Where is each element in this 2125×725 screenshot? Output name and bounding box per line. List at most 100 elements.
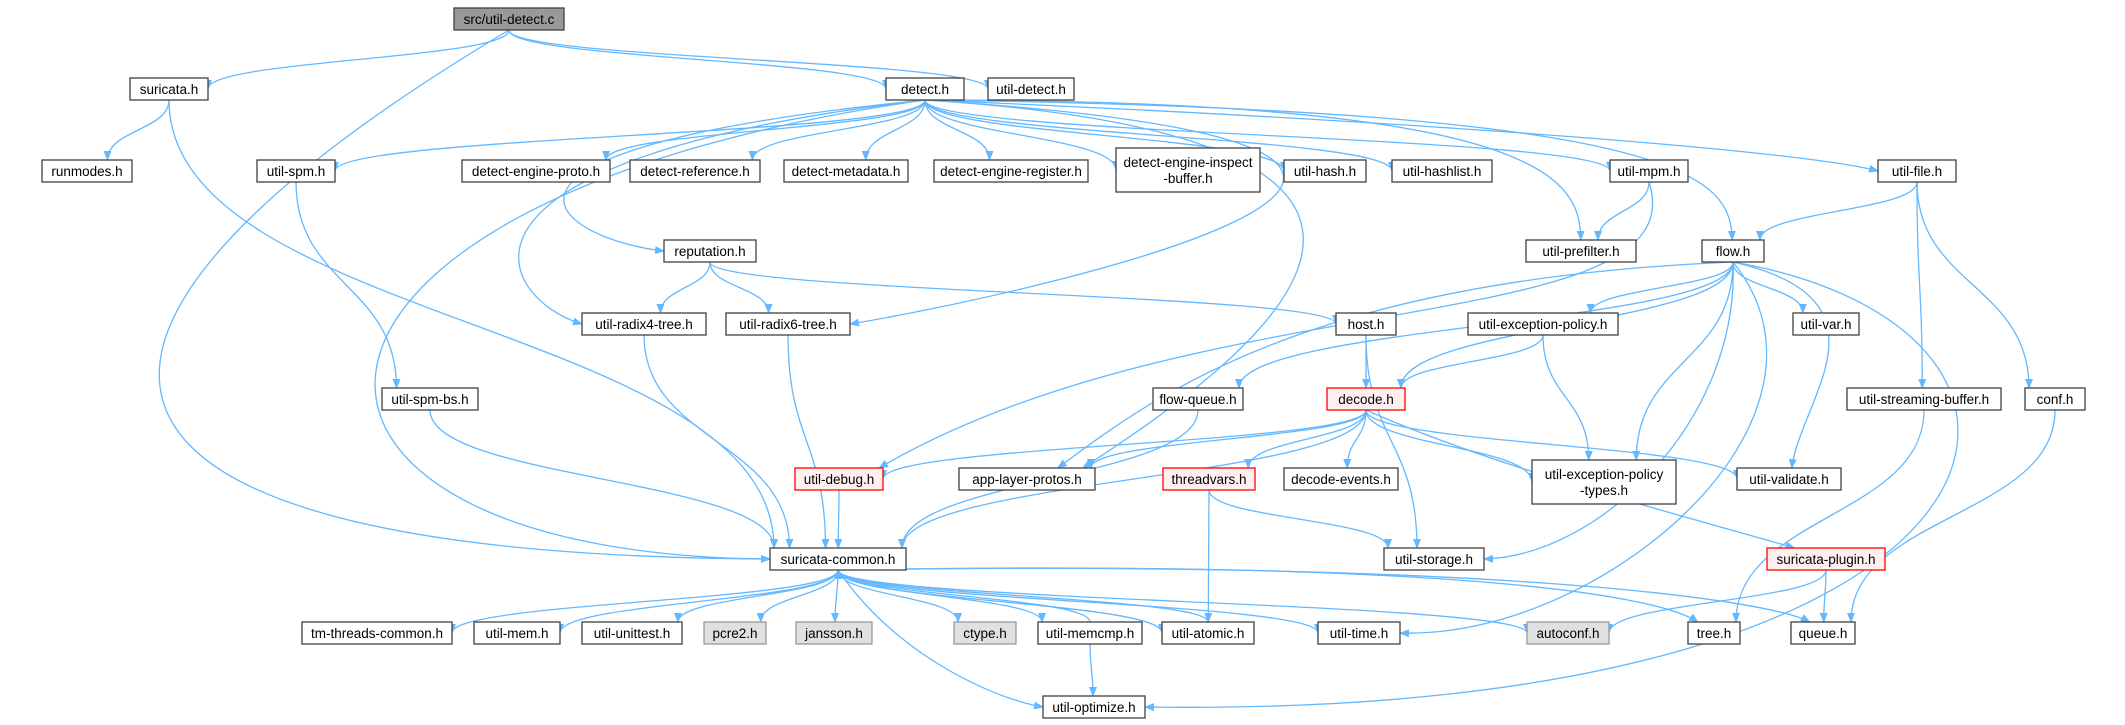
node-util-time-h[interactable]: util-time.h	[1317, 621, 1401, 645]
node-util-file-h[interactable]: util-file.h	[1877, 159, 1957, 183]
node-decode-h[interactable]: decode.h	[1326, 387, 1406, 411]
node-util-radix6-tree-h[interactable]: util-radix6-tree.h	[725, 312, 851, 336]
node-box	[1525, 239, 1637, 263]
node-label: util-hash.h	[1294, 164, 1356, 179]
edge-util-memcmp-h-to-util-optimize-h	[1088, 643, 1097, 697]
node-util-memcmp-h[interactable]: util-memcmp.h	[1037, 621, 1143, 645]
node-box	[581, 312, 707, 336]
node-box	[1326, 387, 1406, 411]
edge-conf-h-to-queue-h	[1847, 409, 2056, 623]
node-tree-h[interactable]: tree.h	[1687, 621, 1741, 645]
node-util-var-h[interactable]: util-var.h	[1792, 312, 1860, 336]
node-tm-threads-common-h[interactable]: tm-threads-common.h	[301, 621, 453, 645]
node-label: util-spm-bs.h	[391, 392, 468, 407]
node-util-debug-h[interactable]: util-debug.h	[794, 467, 884, 491]
node-reputation-h[interactable]: reputation.h	[663, 239, 757, 263]
node-util-spm-h[interactable]: util-spm.h	[256, 159, 336, 183]
node-label: util-detect.h	[996, 82, 1066, 97]
node-util-unittest-h[interactable]: util-unittest.h	[581, 621, 683, 645]
node-detect-metadata-h[interactable]: detect-metadata.h	[783, 159, 909, 183]
node-jansson-h[interactable]: jansson.h	[795, 621, 873, 645]
node-util-exception-policy-h[interactable]: util-exception-policy.h	[1467, 312, 1619, 336]
nodes-layer: src/util-detect.c suricata.h detect.h util-…	[41, 7, 2086, 719]
edge-detect-h-to-detect-reference-h	[748, 99, 926, 161]
node-util-hash-h[interactable]: util-hash.h	[1283, 159, 1367, 183]
edge-decode-h-to-suricata-common-h	[898, 409, 1367, 549]
node-util-exception-policy-types-h[interactable]: util-exception-policy-types.h	[1531, 459, 1677, 505]
edge-util-file-h-to-flow-h	[1756, 181, 1918, 241]
node-util-atomic-h[interactable]: util-atomic.h	[1161, 621, 1255, 645]
node-box	[795, 621, 873, 645]
node-box	[1609, 159, 1689, 183]
edge-util-exception-policy-h-to-decode-h	[1397, 334, 1544, 389]
node-app-layer-protos-h[interactable]: app-layer-protos.h	[958, 467, 1096, 491]
node-box	[953, 621, 1017, 645]
edge-util-streaming-buffer-h-to-tree-h	[1732, 409, 1925, 623]
edge-detect-h-to-detect-engine-proto-h	[602, 99, 926, 161]
node-util-spm-bs-h[interactable]: util-spm-bs.h	[381, 387, 479, 411]
node-runmodes-h[interactable]: runmodes.h	[41, 159, 133, 183]
node-box	[1877, 159, 1957, 183]
node-flow-queue-h[interactable]: flow-queue.h	[1152, 387, 1244, 411]
edge-decode-h-to-decode-events-h	[1343, 409, 1367, 469]
node-conf-h[interactable]: conf.h	[2024, 387, 2086, 411]
node-box	[473, 621, 561, 645]
edge-util-spm-h-to-util-spm-bs-h	[295, 181, 401, 389]
node-label: threadvars.h	[1171, 472, 1246, 487]
node-detect-engine-register-h[interactable]: detect-engine-register.h	[933, 159, 1089, 183]
node-util-validate-h[interactable]: util-validate.h	[1736, 467, 1842, 491]
node-box	[885, 77, 965, 101]
node-util-streaming-buffer-h[interactable]: util-streaming-buffer.h	[1846, 387, 2002, 411]
node-box	[1335, 312, 1397, 336]
node-ctype-h[interactable]: ctype.h	[953, 621, 1017, 645]
node-box	[1846, 387, 2002, 411]
node-box	[1115, 147, 1261, 193]
node-box	[1317, 621, 1401, 645]
node-label: suricata.h	[140, 82, 199, 97]
node-host-h[interactable]: host.h	[1335, 312, 1397, 336]
edge-flow-h-to-util-storage-h	[1483, 261, 1734, 563]
node-autoconf-h[interactable]: autoconf.h	[1526, 621, 1610, 645]
node-decode-events-h[interactable]: decode-events.h	[1283, 467, 1399, 491]
edge-util-exception-policy-h-to-util-exception-policy-types-h	[1542, 334, 1593, 461]
node-box	[256, 159, 336, 183]
node-src-util-detect-c[interactable]: src/util-detect.c	[453, 7, 565, 31]
node-util-radix4-tree-h[interactable]: util-radix4-tree.h	[581, 312, 707, 336]
node-detect-h[interactable]: detect.h	[885, 77, 965, 101]
node-label: util-radix4-tree.h	[595, 317, 693, 332]
node-queue-h[interactable]: queue.h	[1790, 621, 1856, 645]
edge-decode-h-to-threadvars-h	[1244, 409, 1367, 469]
node-box	[1383, 547, 1485, 571]
node-label: detect-engine-proto.h	[472, 164, 600, 179]
node-detect-engine-inspect-buffer-h[interactable]: detect-engine-inspect-buffer.h	[1115, 147, 1261, 193]
node-util-detect-h[interactable]: util-detect.h	[987, 77, 1075, 101]
node-box	[1152, 387, 1244, 411]
edge-decode-h-to-util-debug-h	[879, 409, 1367, 480]
node-box	[1037, 621, 1143, 645]
node-suricata-h[interactable]: suricata.h	[129, 77, 209, 101]
node-util-hashlist-h[interactable]: util-hashlist.h	[1391, 159, 1493, 183]
node-label: src/util-detect.c	[464, 12, 555, 27]
node-suricata-common-h[interactable]: suricata-common.h	[769, 547, 907, 571]
node-pcre2-h[interactable]: pcre2.h	[703, 621, 767, 645]
edge-suricata-common-h-to-util-atomic-h	[837, 569, 1166, 634]
edge-suricata-common-h-to-ctype-h	[837, 569, 962, 623]
node-util-mpm-h[interactable]: util-mpm.h	[1609, 159, 1689, 183]
node-util-mem-h[interactable]: util-mem.h	[473, 621, 561, 645]
node-detect-engine-proto-h[interactable]: detect-engine-proto.h	[461, 159, 611, 183]
node-flow-h[interactable]: flow.h	[1701, 239, 1765, 263]
edge-suricata-common-h-to-pcre2-h	[756, 569, 839, 623]
node-box	[663, 239, 757, 263]
node-util-prefilter-h[interactable]: util-prefilter.h	[1525, 239, 1637, 263]
node-suricata-plugin-h[interactable]: suricata-plugin.h	[1766, 547, 1886, 571]
node-util-optimize-h[interactable]: util-optimize.h	[1042, 695, 1146, 719]
node-util-storage-h[interactable]: util-storage.h	[1383, 547, 1485, 571]
node-label: detect.h	[901, 82, 949, 97]
edge-detect-h-to-app-layer-protos-h	[924, 99, 1304, 469]
node-box	[794, 467, 884, 491]
node-label: reputation.h	[674, 244, 745, 259]
node-threadvars-h[interactable]: threadvars.h	[1162, 467, 1256, 491]
node-detect-reference-h[interactable]: detect-reference.h	[629, 159, 761, 183]
edge-flow-h-to-util-validate-h	[1732, 261, 1830, 469]
